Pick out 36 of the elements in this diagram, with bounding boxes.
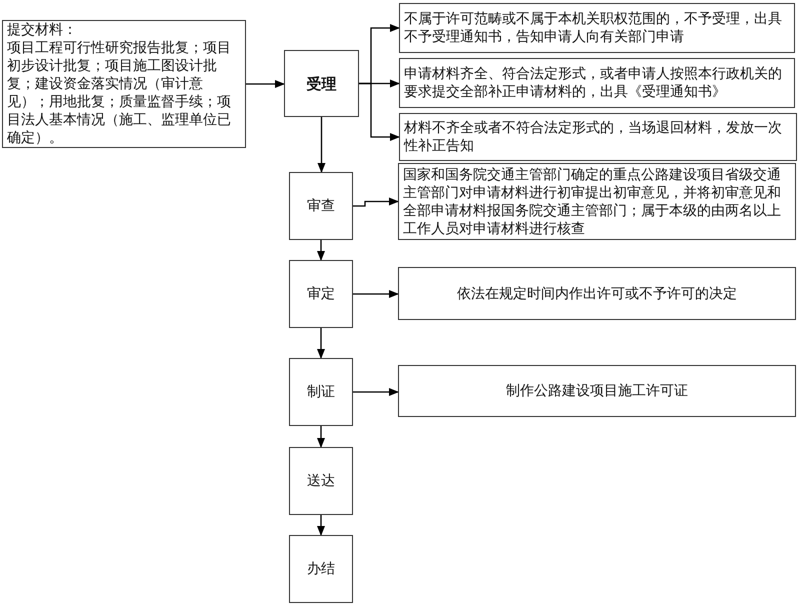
box-text: 审定 [307, 285, 335, 303]
process-box [398, 365, 796, 417]
process-box [2, 20, 246, 148]
arrow [317, 426, 325, 448]
process-box [399, 113, 797, 161]
box-text: 材料不齐全或者不符合法定形式的，当场退回材料，发放一次性补正告知 [404, 119, 783, 155]
arrow [359, 82, 400, 141]
box-text: 项目工程可行性研究报告批复；项目初步设计批复；项目施工图设计批复；建设资金落实情况（审计意见）；用地批复；质量监督手续；项目法人基本情况（施工、监理单位已确定）。 [7, 39, 232, 147]
process-box [284, 50, 359, 117]
box-text: 制作公路建设项目施工许可证 [506, 382, 688, 400]
box-text: 送达 [307, 472, 335, 490]
arrow [353, 198, 399, 207]
process-box [289, 260, 353, 328]
box-text: 受理 [306, 74, 336, 92]
box-text: 申请材料齐全、符合法定形式，或者申请人按照本行政机关的要求提交全部补正申请材料的，出具《受理通知书》 [404, 65, 783, 101]
box-text: 制证 [307, 383, 335, 401]
box-text: 国家和国务院交通主管部门确定的重点公路建设项目省级交通主管部门对申请材料进行初审提出初审意见，并将初审意见和全部申请材料报国务院交通主管部门；属于本级的由两名以上工作人员对申请材料进行核查 [403, 166, 782, 238]
box-text: 提交材料： [7, 21, 78, 39]
process-box [289, 535, 353, 603]
arrow [317, 515, 325, 536]
process-box [289, 358, 353, 426]
box-text: 依法在规定时间内作出许可或不予许可的决定 [457, 284, 737, 302]
arrow [353, 290, 399, 298]
arrow [353, 388, 399, 396]
process-box [399, 58, 795, 108]
arrow [318, 117, 326, 173]
arrow [246, 80, 285, 88]
process-box [398, 267, 796, 320]
box-text: 办结 [307, 560, 335, 578]
box-text: 审查 [307, 197, 335, 215]
process-box [289, 172, 353, 240]
box-text: 不属于许可范畴或不属于本机关职权范围的，不予受理，出具不予受理通知书，告知申请人向有关部门申请 [404, 10, 783, 46]
arrow [317, 328, 325, 359]
process-box [289, 447, 353, 515]
process-box [399, 3, 795, 53]
arrow [317, 240, 325, 261]
